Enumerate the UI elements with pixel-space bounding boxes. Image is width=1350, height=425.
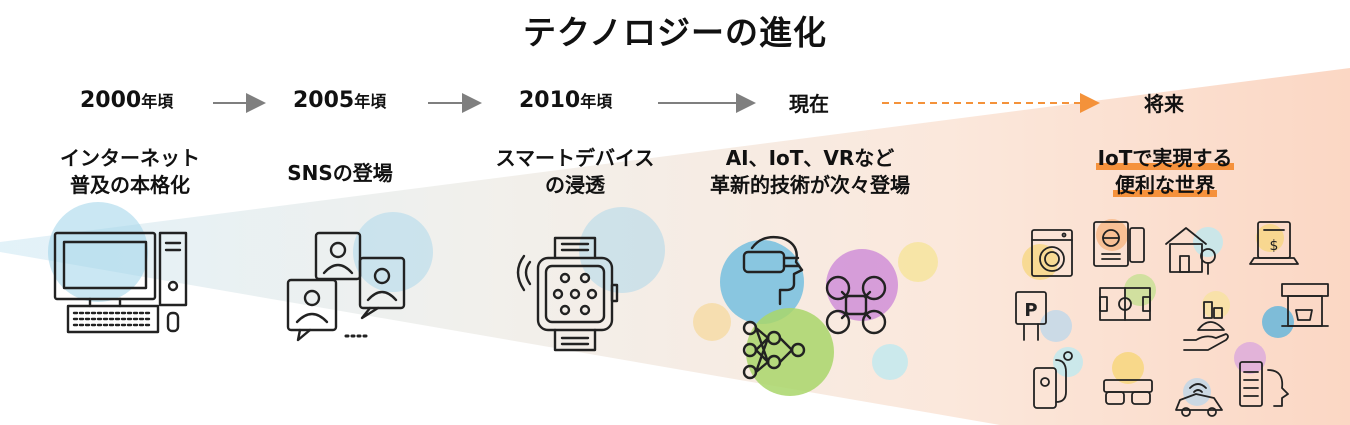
coffee-machine-icon [1281,283,1329,327]
green-circle [1124,274,1156,306]
passport-icon [1093,221,1145,267]
desc-now: AI、IoT、VRなど 革新的技術が次々登場 [690,145,930,199]
cyan-circle [1193,227,1223,257]
page-title: テクノロジーの進化 [522,13,828,52]
era-2010: 2010年頃 [519,88,612,113]
smart-speaker-icon [1239,361,1289,407]
era-future: 将来 [1144,88,1184,117]
blue-circle [48,202,148,302]
blue-circle [353,212,433,292]
yellow-circle [693,303,731,341]
svg-text:P: P [1024,300,1037,321]
desc-line: AI、IoT、VRなど [725,146,895,170]
era-year: 2010 [519,88,581,113]
desktop-computer-icon [53,231,188,334]
yellow-circle [898,242,938,282]
yellow-circle [1202,291,1230,319]
blue-circle [1262,306,1294,338]
era-suffix: 年頃 [141,92,174,111]
era-year: 2005 [293,88,355,113]
washing-machine-icon [1031,229,1073,277]
purple-circle [826,249,898,321]
purple-circle [1234,342,1266,374]
invoice-icon: $ [1249,221,1299,265]
era-2000: 2000年頃 [80,88,173,113]
era-suffix: 年頃 [580,92,613,111]
desc-line: の浸透 [545,173,605,197]
era-year: 将来 [1144,92,1184,116]
drone-icon [825,275,887,335]
era-year: 2000 [80,88,142,113]
smart-home-icon [1165,227,1216,275]
health-app-icon [1033,351,1073,409]
svg-text:$: $ [1270,238,1279,254]
stadium-icon [1099,287,1151,321]
desc-line: 普及の本格化 [70,173,190,197]
desc-line-highlight: 便利な世界 [1113,173,1217,197]
desc-line: スマートデバイス [495,146,655,170]
era-2005: 2005年頃 [293,88,386,113]
desc-line: SNSの登場 [287,161,393,185]
neural-network-icon [742,320,806,380]
blue-circle [1040,310,1072,342]
desc-2000: インターネット 普及の本格化 [40,145,220,199]
parking-icon: P [1015,291,1047,341]
era-suffix: 年頃 [354,92,387,111]
desc-future: IoTで実現する 便利な世界 [1075,145,1255,199]
desc-2005: SNSの登場 [275,160,405,187]
yellow-circle [1112,352,1144,384]
desc-line: インターネット [60,146,200,170]
desc-2010: スマートデバイス の浸透 [475,145,675,199]
yellow-circle [1256,224,1284,252]
era-year: 現在 [789,92,829,116]
cyan-circle [1053,347,1083,377]
smartwatch-icon [516,236,619,352]
cyan-circle [872,344,908,380]
progress-wedge-fill [0,68,1350,425]
sns-profiles-icon [286,231,406,342]
connected-car-icon [1175,383,1223,417]
blue-circle [1183,378,1211,406]
vr-headset-icon [742,235,804,306]
hand-delivery-icon [1183,301,1229,351]
blue-circle [579,207,665,293]
smart-glasses-icon [1103,379,1153,405]
desc-line: 革新的技術が次々登場 [710,173,910,197]
era-now: 現在 [789,88,829,117]
desc-line-highlight: IoTで実現する [1095,146,1235,170]
